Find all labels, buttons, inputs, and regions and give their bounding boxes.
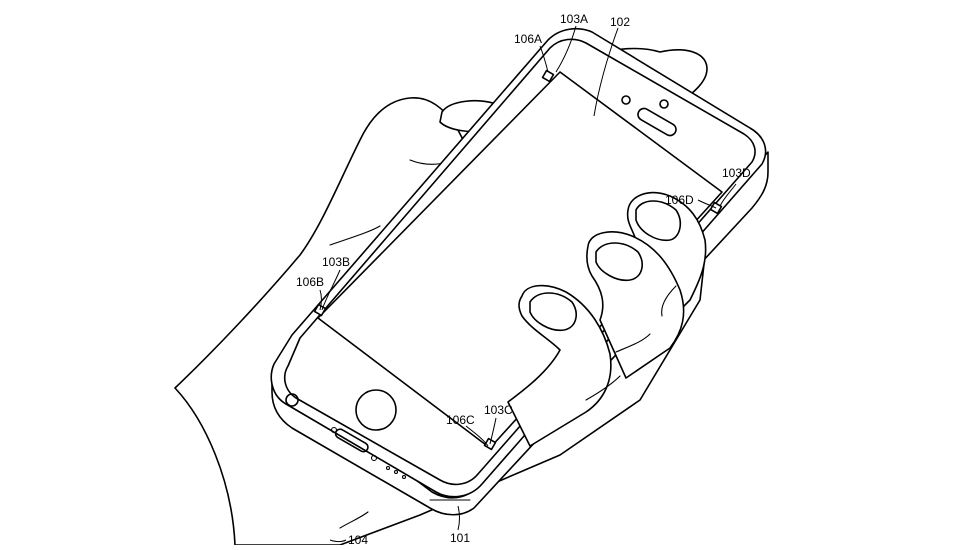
lightning-port bbox=[334, 428, 369, 453]
fingernail-ring bbox=[529, 292, 577, 332]
front-camera bbox=[621, 95, 631, 105]
reference-labels: 103A 106A 102 103D 106D 103B 106B 103C 1… bbox=[296, 12, 751, 547]
knuckle-line bbox=[585, 375, 621, 401]
wrist-line bbox=[329, 225, 381, 246]
label-103d: 103D bbox=[722, 166, 751, 180]
label-104: 104 bbox=[348, 533, 368, 545]
screw-hole bbox=[370, 454, 378, 462]
label-106a: 106A bbox=[514, 32, 542, 46]
leader-lines bbox=[319, 25, 737, 542]
headphone-jack bbox=[285, 393, 299, 407]
label-102: 102 bbox=[610, 15, 630, 29]
label-106d: 106D bbox=[665, 193, 694, 207]
earpiece-speaker bbox=[637, 107, 677, 137]
label-106b: 106B bbox=[296, 275, 324, 289]
knuckle-line bbox=[661, 285, 677, 317]
finger-ring bbox=[507, 284, 612, 447]
knuckle-line bbox=[615, 333, 651, 353]
label-101: 101 bbox=[450, 531, 470, 545]
fingers-drawing bbox=[507, 191, 707, 447]
home-button bbox=[355, 389, 397, 431]
label-106c: 106C bbox=[446, 413, 475, 427]
wrist-line bbox=[339, 511, 369, 529]
label-103c: 103C bbox=[484, 403, 513, 417]
phone-device bbox=[270, 27, 769, 516]
proximity-sensor bbox=[659, 99, 669, 109]
phone-screen bbox=[317, 71, 723, 449]
speaker-grille bbox=[385, 465, 407, 480]
fingernail-index bbox=[635, 200, 682, 242]
label-103a: 103A bbox=[560, 12, 588, 26]
fingernail-middle bbox=[595, 242, 643, 282]
label-103b: 103B bbox=[322, 255, 350, 269]
sensor-103a bbox=[541, 69, 555, 83]
